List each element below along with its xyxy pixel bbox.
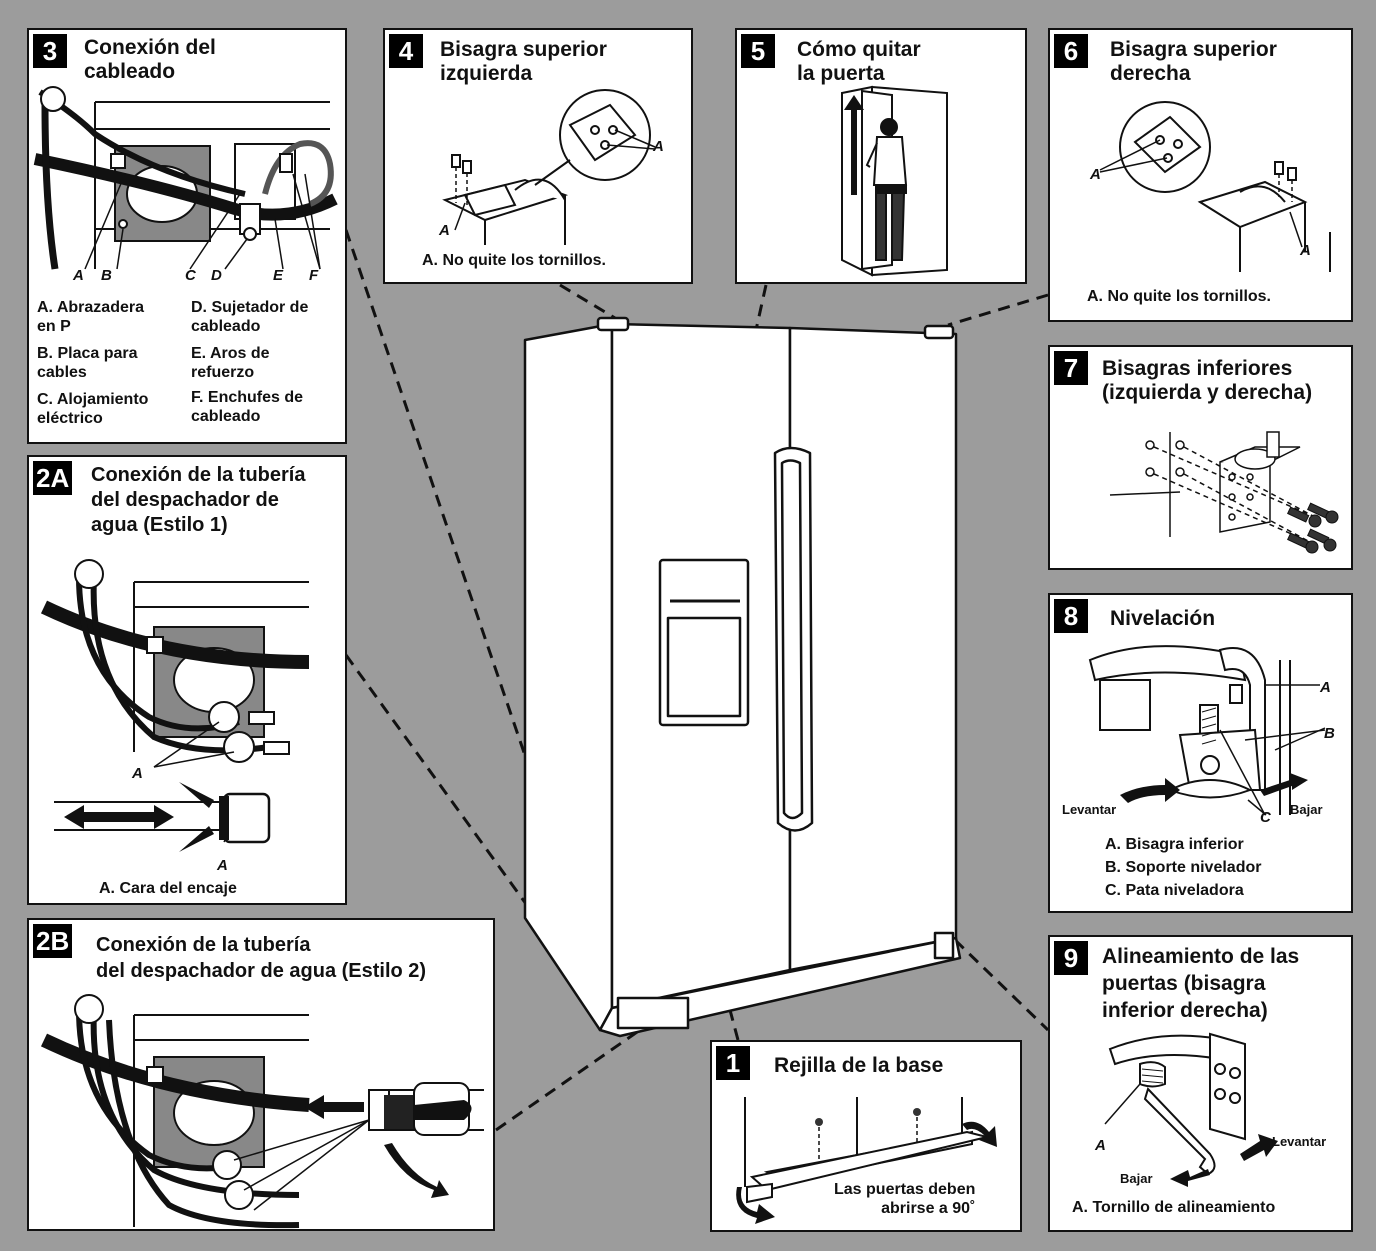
step-number: 7 xyxy=(1054,351,1088,385)
panel-upper-left-hinge: 4 Bisagra superior izquierda xyxy=(383,28,693,284)
callout-letter-a: A xyxy=(1320,679,1331,696)
callout-letter-c: C xyxy=(185,267,196,284)
callout-letter-c: C xyxy=(1260,809,1271,826)
step-number: 1 xyxy=(716,1046,750,1080)
callout-letter-a: A xyxy=(132,765,143,782)
panel-title: Bisagra superior izquierda xyxy=(440,38,607,85)
panel-caption: A. Tornillo de alineamiento xyxy=(1072,1199,1276,1216)
lower-label: Bajar xyxy=(1120,1171,1153,1186)
panel-base-grille: 1 Rejilla de la base Las puertas deben a… xyxy=(710,1040,1022,1232)
lower-hinges-illustration xyxy=(1109,431,1339,554)
upper-left-hinge-illustration xyxy=(442,89,656,245)
panel-wiring-connection: 3 Conexión del cableado xyxy=(27,28,347,444)
step-number: 4 xyxy=(389,34,423,68)
panel-door-alignment: 9 Alineamiento de las puertas (bisagra i… xyxy=(1048,935,1353,1232)
panel-door-removal: 5 Cómo quitar la puerta xyxy=(735,28,1027,284)
legend-c: C. Alojamiento eléctrico xyxy=(37,391,149,427)
step-number: 5 xyxy=(741,34,775,68)
panel-caption: A. Cara del encaje xyxy=(99,880,237,897)
panel-upper-right-hinge: 6 Bisagra superior derecha xyxy=(1048,28,1353,322)
legend-b: B. Placa para cables xyxy=(37,345,138,381)
water-line-style-2-illustration xyxy=(40,994,484,1229)
callout-letter-a: A xyxy=(1095,1137,1106,1154)
lower-label: Bajar xyxy=(1290,802,1323,817)
panel-title: Cómo quitar la puerta xyxy=(797,38,921,85)
lift-label: Levantar xyxy=(1272,1134,1327,1149)
step-number: 3 xyxy=(33,34,67,68)
lift-label: Levantar xyxy=(1062,802,1117,817)
legend-a: A. Abrazadera en P xyxy=(37,299,144,335)
callout-letter-b: B xyxy=(101,267,112,284)
callout-letter-a: A xyxy=(1090,166,1101,183)
step-number: 2B xyxy=(33,924,73,958)
panel-title: Conexión del cableado xyxy=(84,36,216,83)
leveling-illustration xyxy=(1088,645,1326,816)
legend-d: D. Sujetador de cableado xyxy=(191,299,309,335)
panel-title: Conexión de la tubería del despachador d… xyxy=(96,934,427,982)
panel-title: Bisagras inferiores (izquierda y derecha… xyxy=(1102,357,1313,404)
panel-title: Nivelación xyxy=(1110,607,1216,630)
step-number: 9 xyxy=(1054,941,1088,975)
panel-title: Rejilla de la base xyxy=(774,1054,944,1077)
panel-title: Alineamiento de las puertas (bisagra inf… xyxy=(1102,945,1300,1022)
callout-letter-d: D xyxy=(211,267,222,284)
panel-title: Conexión de la tubería del despachador d… xyxy=(91,464,306,536)
callout-letter-a: A xyxy=(73,267,84,284)
water-line-style-1-illustration xyxy=(40,559,310,852)
panel-water-line-style-1: 2A Conexión de la tubería del despachado… xyxy=(27,455,347,905)
callout-letter-a: A xyxy=(439,222,450,239)
door-angle-note: Las puertas deben abrirse a 90˚ xyxy=(834,1181,976,1217)
step-number: 2A xyxy=(33,461,73,495)
wiring-illustration xyxy=(33,86,338,270)
panel-leveling: 8 Nivelación xyxy=(1048,593,1353,913)
base-grille-illustration xyxy=(736,1097,997,1224)
callout-letter-a: A xyxy=(1300,242,1311,259)
panel-water-line-style-2: 2B Conexión de la tubería del despachado… xyxy=(27,918,495,1231)
upper-right-hinge-illustration xyxy=(1099,101,1331,272)
callout-letter-f: F xyxy=(309,267,319,284)
panel-title: Bisagra superior derecha xyxy=(1110,38,1277,85)
step-number: 6 xyxy=(1054,34,1088,68)
panel-lower-hinges: 7 Bisagras inferiores (izquierda y derec… xyxy=(1048,345,1353,570)
callout-letter-e: E xyxy=(273,267,284,284)
legend-b: B. Soporte nivelador xyxy=(1105,859,1262,876)
legend-c: C. Pata niveladora xyxy=(1105,882,1244,899)
refrigerator-illustration xyxy=(523,316,962,1038)
door-removal-illustration xyxy=(841,85,948,277)
panel-caption: A. No quite los tornillos. xyxy=(1087,288,1271,305)
door-alignment-illustration xyxy=(1104,1032,1278,1187)
panel-caption: A. No quite los tornillos. xyxy=(422,252,606,269)
callout-letter-a: A xyxy=(217,857,228,874)
step-number: 8 xyxy=(1054,599,1088,633)
legend-a: A. Bisagra inferior xyxy=(1105,836,1244,853)
callout-letter-a: A xyxy=(653,138,664,155)
legend-e: E. Aros de refuerzo xyxy=(191,345,270,381)
legend-f: F. Enchufes de cableado xyxy=(191,389,304,425)
callout-letter-b: B xyxy=(1324,725,1335,742)
